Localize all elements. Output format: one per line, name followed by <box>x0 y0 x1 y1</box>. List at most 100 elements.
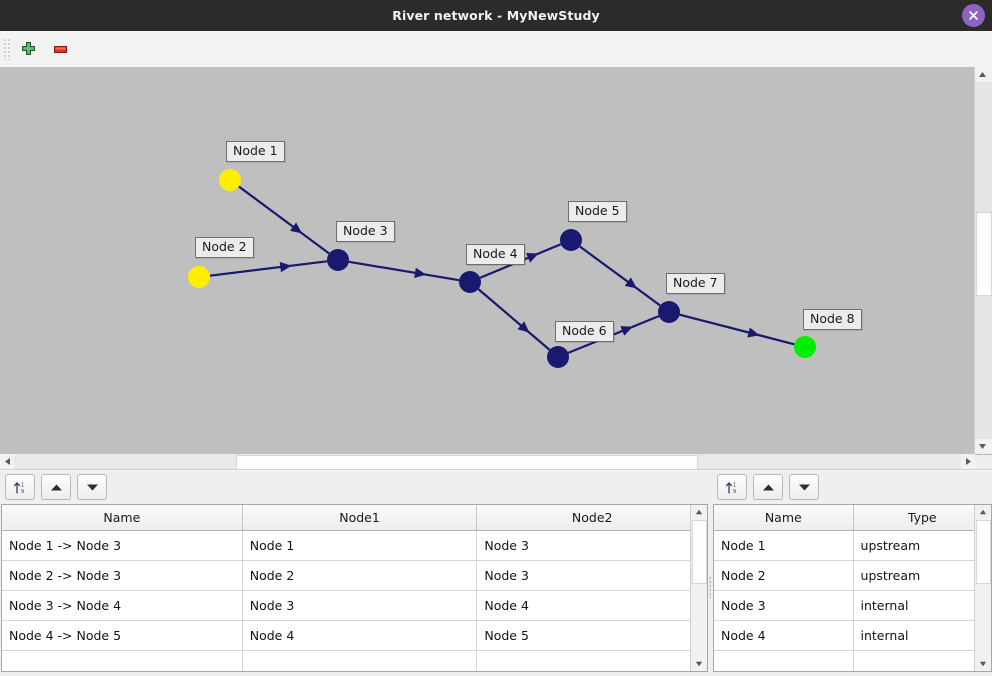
chevron-left-icon <box>4 458 10 465</box>
node-cell[interactable]: Node 3 <box>714 590 854 621</box>
edge-Node1-to-Node3[interactable] <box>238 185 330 255</box>
node-cell[interactable]: upstream <box>853 560 991 591</box>
node-label-node-5[interactable]: Node 5 <box>568 201 627 222</box>
node-cell[interactable]: Node 1 <box>714 530 854 561</box>
graph-node-node-8[interactable] <box>794 336 816 358</box>
node-cell[interactable]: Node 4 <box>714 620 854 651</box>
delete-node-button[interactable] <box>44 34 76 64</box>
edge-Node2-to-Node3[interactable] <box>209 260 328 277</box>
svg-text:9: 9 <box>21 489 24 495</box>
node-column-header[interactable]: Type <box>853 505 991 531</box>
graph-node-node-5[interactable] <box>560 229 582 251</box>
edge-Node3-to-Node4[interactable] <box>348 260 460 282</box>
edge-arrow-icon <box>526 253 539 263</box>
node-label-node-3[interactable]: Node 3 <box>336 221 395 242</box>
branch-cell[interactable]: Node 4 -> Node 5 <box>2 620 243 651</box>
node-row[interactable] <box>714 650 991 671</box>
nodes-move-down-button[interactable] <box>789 474 819 500</box>
close-window-button[interactable] <box>962 4 985 27</box>
graph-node-node-2[interactable] <box>188 266 210 288</box>
node-label-node-1[interactable]: Node 1 <box>226 141 285 162</box>
graph-node-node-1[interactable] <box>219 169 241 191</box>
branch-cell[interactable] <box>476 650 707 671</box>
graph-node-node-7[interactable] <box>658 301 680 323</box>
scroll-left-button[interactable] <box>0 454 14 469</box>
graph-node-node-3[interactable] <box>327 249 349 271</box>
branch-cell[interactable]: Node 1 <box>242 530 478 561</box>
vscroll-thumb[interactable] <box>976 212 992 296</box>
nodes-scroll-up-button[interactable] <box>975 505 991 519</box>
edge-Node5-to-Node7[interactable] <box>579 245 661 307</box>
branches-scroll-thumb[interactable] <box>692 520 707 584</box>
hscroll-thumb[interactable] <box>236 455 698 470</box>
nodes-vertical-scrollbar[interactable] <box>974 505 991 671</box>
branches-scroll-down-button[interactable] <box>691 657 707 671</box>
branches-vertical-scrollbar[interactable] <box>690 505 707 671</box>
branch-column-header[interactable]: Name <box>2 505 243 531</box>
scroll-right-button[interactable] <box>961 454 975 469</box>
node-cell[interactable]: internal <box>853 620 991 651</box>
node-cell[interactable]: upstream <box>853 530 991 561</box>
branch-cell[interactable]: Node 3 <box>242 590 478 621</box>
river-network-canvas[interactable]: Node 1 Node 2 Node 3 Node 4 Node 5 Node 6 Node… <box>0 67 992 455</box>
node-cell[interactable]: Node 2 <box>714 560 854 591</box>
node-label-node-2[interactable]: Node 2 <box>195 237 254 258</box>
add-node-button[interactable] <box>12 34 44 64</box>
canvas-vertical-scrollbar[interactable] <box>974 67 992 454</box>
node-cell[interactable] <box>853 650 991 671</box>
node-cell[interactable]: internal <box>853 590 991 621</box>
graph-node-node-4[interactable] <box>459 271 481 293</box>
branch-cell[interactable] <box>242 650 478 671</box>
graph-node-node-6[interactable] <box>547 346 569 368</box>
edge-arrow-icon <box>517 321 530 333</box>
branch-row[interactable] <box>2 650 707 671</box>
nodes-move-up-button[interactable] <box>753 474 783 500</box>
node-label-node-7[interactable]: Node 7 <box>666 273 725 294</box>
branches-sort-button[interactable]: 1 9 <box>5 474 35 500</box>
branch-cell[interactable]: Node 2 -> Node 3 <box>2 560 243 591</box>
branch-column-header[interactable]: Node1 <box>242 505 478 531</box>
branch-cell[interactable] <box>2 650 243 671</box>
toolbar-drag-handle[interactable] <box>3 38 12 60</box>
window-title: River network - MyNewStudy <box>392 8 600 23</box>
branch-cell[interactable]: Node 4 <box>476 590 707 621</box>
branch-cell[interactable]: Node 4 <box>242 620 478 651</box>
branches-move-down-button[interactable] <box>77 474 107 500</box>
node-cell[interactable] <box>714 650 854 671</box>
branches-move-up-button[interactable] <box>41 474 71 500</box>
node-label-node-8[interactable]: Node 8 <box>803 309 862 330</box>
branch-cell[interactable]: Node 3 -> Node 4 <box>2 590 243 621</box>
nodes-scroll-thumb[interactable] <box>976 520 991 584</box>
node-column-header[interactable]: Name <box>714 505 854 531</box>
branches-scroll-up-button[interactable] <box>691 505 707 519</box>
branch-column-header[interactable]: Node2 <box>476 505 707 531</box>
nodes-scroll-down-button[interactable] <box>975 657 991 671</box>
scroll-down-button[interactable] <box>975 439 990 454</box>
canvas-horizontal-scrollbar[interactable] <box>0 454 975 470</box>
branch-cell[interactable]: Node 2 <box>242 560 478 591</box>
edge-Node7-to-Node8[interactable] <box>679 313 795 346</box>
branch-cell[interactable]: Node 1 -> Node 3 <box>2 530 243 561</box>
pane-splitter[interactable] <box>708 504 712 670</box>
scroll-up-button[interactable] <box>975 67 990 82</box>
edge-arrow-icon <box>289 222 303 234</box>
edge-Node4-to-Node6[interactable] <box>477 288 551 351</box>
branch-cell[interactable]: Node 5 <box>476 620 707 651</box>
branch-cell[interactable]: Node 3 <box>476 560 707 591</box>
branch-cell[interactable]: Node 3 <box>476 530 707 561</box>
nodes-sort-button[interactable]: 1 9 <box>717 474 747 500</box>
node-label-node-6[interactable]: Node 6 <box>555 321 614 342</box>
node-label-node-4[interactable]: Node 4 <box>466 244 525 265</box>
add-plus-icon <box>21 41 35 55</box>
